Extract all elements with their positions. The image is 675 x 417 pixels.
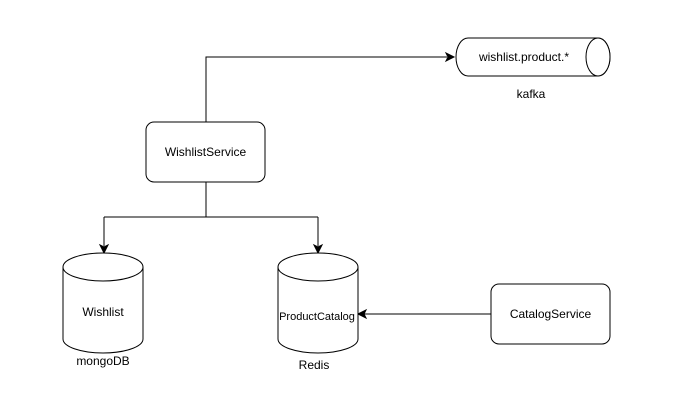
wishlist-db-body bbox=[62, 267, 144, 354]
kafka-topic-node: wishlist.product.* kafka bbox=[455, 37, 611, 101]
catalog-service-box bbox=[490, 283, 611, 345]
productcatalog-db-top bbox=[277, 252, 359, 282]
arrowhead-to-productcatalog-db bbox=[312, 243, 324, 255]
kafka-caption: kafka bbox=[517, 87, 546, 101]
catalog-service-node: CatalogService bbox=[490, 283, 611, 345]
edge-wishlistservice-to-kafka bbox=[205, 56, 447, 122]
wishlist-db-label: Wishlist bbox=[82, 305, 124, 319]
productcatalog-db-caption: Redis bbox=[299, 358, 330, 372]
arrowhead-to-wishlist-db bbox=[98, 243, 110, 255]
arrowhead-to-productcatalog bbox=[356, 308, 368, 320]
productcatalog-db-node: ProductCatalog Redis bbox=[277, 252, 359, 372]
arrowhead-to-kafka bbox=[444, 51, 456, 63]
wishlist-service-box bbox=[145, 121, 266, 183]
wishlist-db-caption: mongoDB bbox=[76, 354, 129, 368]
kafka-topic-label: wishlist.product.* bbox=[478, 50, 569, 64]
productcatalog-db-label: ProductCatalog bbox=[279, 311, 355, 323]
wishlist-service-node: WishlistService bbox=[145, 121, 266, 183]
wishlist-db-node: Wishlist mongoDB bbox=[62, 252, 144, 368]
catalog-service-label: CatalogService bbox=[510, 307, 592, 321]
wishlist-service-label: WishlistService bbox=[165, 145, 247, 159]
productcatalog-db-body bbox=[277, 267, 359, 354]
wishlist-db-top bbox=[62, 252, 144, 282]
kafka-topic-cap bbox=[585, 37, 611, 77]
